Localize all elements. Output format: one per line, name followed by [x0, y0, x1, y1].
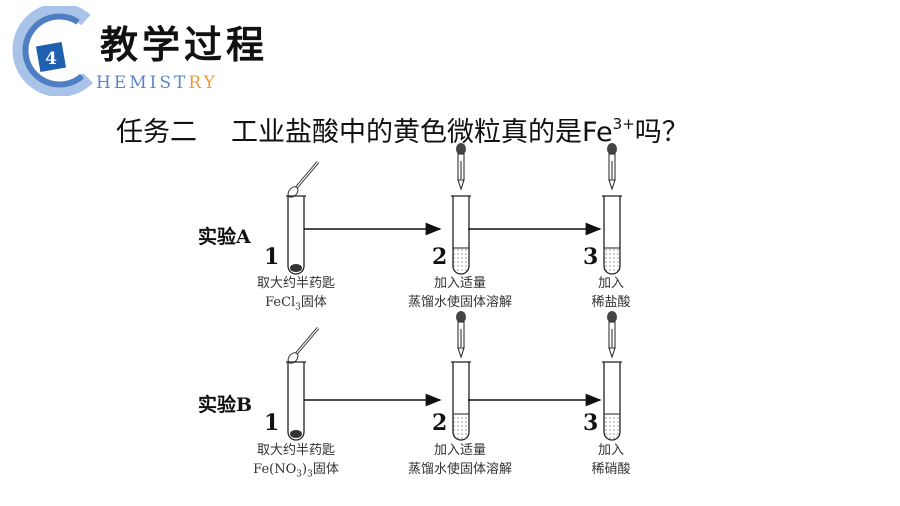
chapter-number: 4: [45, 49, 57, 69]
step-a-1: 1: [264, 244, 280, 270]
task-text: 工业盐酸中的黄色微粒真的是Fe: [231, 117, 613, 148]
experiment-a-label: 实验A: [198, 226, 251, 248]
row-a-apparatus: [284, 142, 623, 275]
experiment-b-label: 实验B: [198, 394, 253, 416]
task-prefix: 任务二: [116, 117, 197, 148]
solid-sample-a: [290, 264, 302, 272]
caption-a-3: 加入 稀盐酸: [591, 276, 631, 310]
caption-a-1: 取大约半药匙 FeCl3固体: [256, 276, 335, 313]
caption-b-3: 加入 稀硝酸: [591, 443, 631, 477]
page-title: 教学过程: [100, 22, 269, 67]
step-a-2: 2: [432, 244, 448, 270]
step-b-3: 3: [583, 410, 599, 436]
caption-b-2: 加入适量 蒸馏水使固体溶解: [407, 443, 512, 477]
task-heading: 任务二工业盐酸中的黄色微粒真的是Fe3+吗？: [116, 115, 689, 148]
chemistry-c-logo-icon: 4: [12, 6, 93, 96]
step-a-3: 3: [583, 244, 599, 270]
step-b-2: 2: [432, 410, 448, 436]
solid-sample-b: [290, 430, 302, 438]
step-b-1: 1: [264, 410, 280, 436]
brand-text: HEMISTRY: [96, 73, 218, 93]
row-b-apparatus: [284, 310, 623, 441]
caption-b-1: 取大约半药匙 Fe(NO3)3固体: [253, 443, 339, 480]
caption-a-2: 加入适量 蒸馏水使固体溶解: [407, 276, 512, 310]
task-superscript: 3+: [612, 115, 635, 133]
